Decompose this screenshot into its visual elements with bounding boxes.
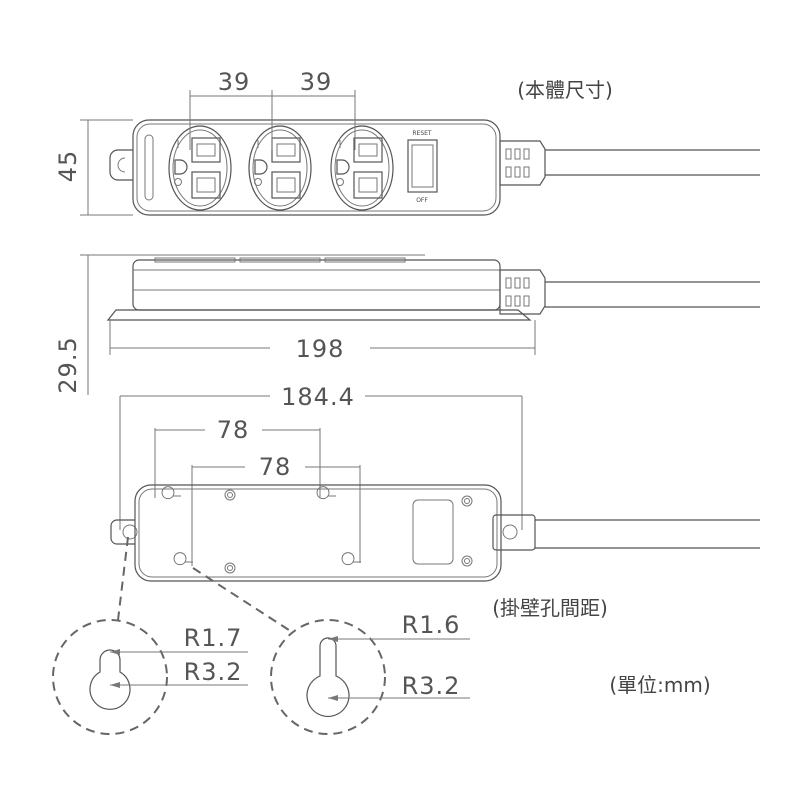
side-strain-relief <box>499 269 546 315</box>
screw-icon <box>461 555 473 567</box>
reset-switch <box>407 139 438 193</box>
body-size-caption: (本體尺寸) <box>517 78 613 102</box>
hole-spacing-top-label: 78 <box>217 416 250 444</box>
width-label: 45 <box>54 150 82 183</box>
strain-relief <box>499 140 546 186</box>
left-keyhole-detail <box>89 649 131 710</box>
length-label: 198 <box>296 335 345 363</box>
outlet-2 <box>248 125 312 211</box>
rating-label <box>144 134 154 201</box>
reset-label: RESET <box>412 130 432 137</box>
side-view: 198 29.5 <box>54 254 760 395</box>
label-area <box>412 499 454 565</box>
hole-spacing-bottom-label: 78 <box>259 453 292 481</box>
hole-span-label: 184.4 <box>281 383 355 411</box>
left-detail-circle <box>52 619 168 735</box>
top-view: RESET OFF 39 39 45 (本體尺寸) <box>54 68 760 216</box>
hanging-tab <box>109 149 133 181</box>
screw-icon <box>461 495 473 507</box>
screw-icon <box>224 562 236 574</box>
bottom-body <box>134 484 502 582</box>
right-detail-circle <box>270 619 386 735</box>
keyhole-3 <box>173 552 194 566</box>
keyhole-1 <box>161 486 182 500</box>
screw-icon <box>224 489 236 501</box>
side-body <box>132 259 501 311</box>
outlet-1 <box>168 125 232 211</box>
outlet-pitch-2-label: 39 <box>300 68 333 96</box>
off-label: OFF <box>416 197 428 204</box>
right-large-radius-label: R3.2 <box>402 672 461 700</box>
left-large-radius-label: R3.2 <box>184 658 243 686</box>
left-small-radius-label: R1.7 <box>184 624 243 652</box>
keyhole-4 <box>341 552 362 566</box>
bottom-view: 184.4 78 78 (掛壁孔間距) <box>110 383 760 620</box>
height-label: 29.5 <box>54 336 82 393</box>
right-small-radius-label: R1.6 <box>402 611 461 639</box>
keyhole-details: R1.7 R3.2 R1.6 R3.2 (單位:mm) <box>52 536 711 735</box>
base-plate <box>106 309 532 321</box>
right-keyhole-detail <box>306 637 350 717</box>
hole-spacing-caption: (掛壁孔間距) <box>492 596 608 620</box>
outlet-3 <box>330 125 394 211</box>
unit-caption: (單位:mm) <box>609 673 710 697</box>
outlet-pitch-1-label: 39 <box>218 68 251 96</box>
